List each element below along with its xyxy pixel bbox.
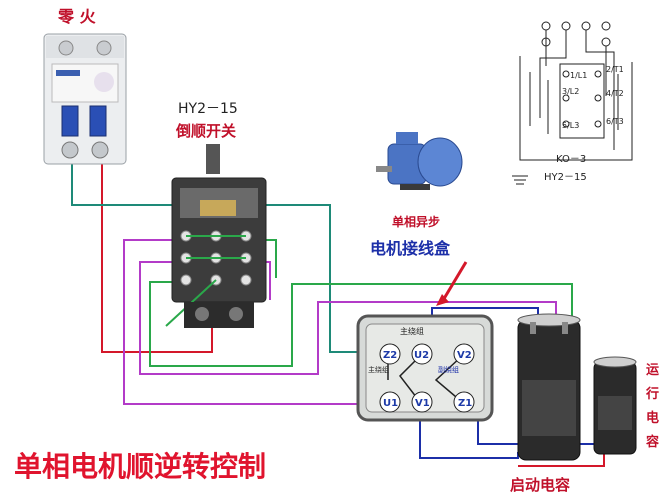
sch-t3: 3/L2	[562, 87, 579, 96]
run-capacitor	[593, 356, 637, 455]
breaker-label: 零 火	[57, 7, 97, 26]
pointer-arrowhead	[436, 294, 449, 306]
wire-purple-1	[123, 239, 378, 405]
run-cap-char-4: 容	[645, 434, 659, 450]
circuit-breaker	[43, 33, 127, 165]
start-capacitor-label: 启动电容	[510, 476, 570, 494]
wire-purple-2	[139, 261, 557, 375]
terminal-z1: Z1	[458, 398, 472, 409]
main-winding-side-label: 主绕组	[368, 365, 389, 374]
switch-terminals	[180, 230, 252, 286]
sch-t2: 2/T1	[606, 65, 624, 74]
terminal-z2: Z2	[383, 350, 397, 361]
switch-model: HY2－15	[178, 101, 238, 117]
main-winding-label: 主绕组	[400, 326, 424, 336]
page-title: 单相电机顺逆转控制	[14, 450, 266, 483]
terminal-v2: V2	[457, 350, 472, 361]
sch-t6: 6/T3	[606, 117, 624, 126]
reversing-switch	[165, 144, 267, 328]
motor-box-label: 电机接线盒	[370, 239, 451, 258]
terminal-v1: V1	[415, 398, 430, 409]
motor	[376, 132, 463, 190]
motor-name: 单相异步	[392, 214, 440, 229]
sch-t4: 4/T2	[606, 89, 624, 98]
switch-name: 倒顺开关	[175, 122, 236, 140]
run-cap-char-3: 电	[646, 410, 659, 426]
run-cap-char-2: 行	[645, 386, 659, 402]
aux-winding-label: 副绕组	[438, 365, 459, 374]
start-capacitor	[517, 313, 581, 461]
pointer-arrow	[440, 261, 468, 303]
wire-blue-3	[419, 404, 519, 459]
run-cap-char-1: 运	[646, 363, 659, 378]
terminal-u2: U2	[414, 350, 429, 361]
junction-terminals	[379, 343, 475, 413]
sch-model-ko: KO－3	[556, 154, 586, 165]
terminal-u1: U1	[383, 398, 398, 409]
sch-t5: 5/L3	[562, 121, 579, 130]
switch-schematic	[512, 21, 633, 185]
run-capacitor-label: 运 行 电 容	[645, 363, 659, 450]
sch-model-hy: HY2－15	[544, 172, 587, 183]
sch-t1: 1/L1	[570, 71, 587, 80]
wire-teal	[71, 160, 378, 353]
wire-green-1	[149, 281, 573, 367]
